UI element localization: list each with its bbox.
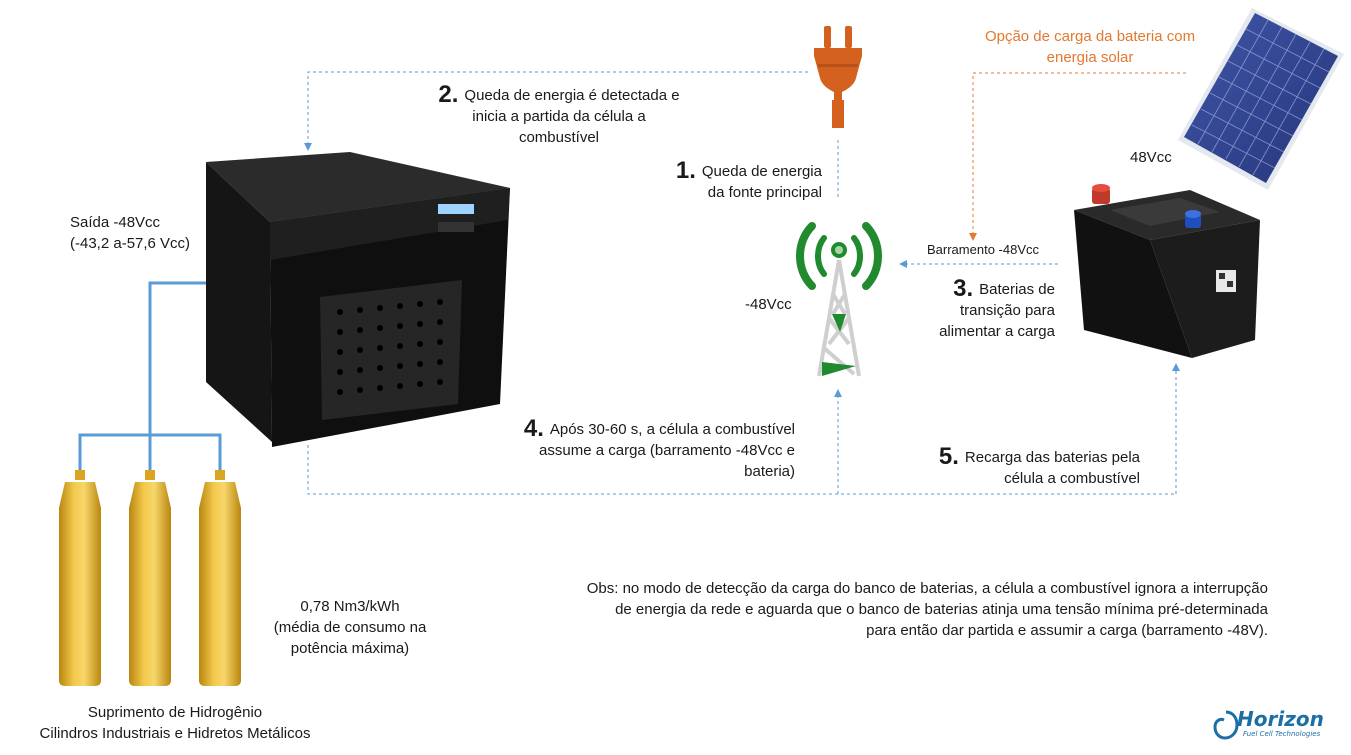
horizon-logo-icon: [1213, 710, 1239, 740]
note-line1: Obs: no modo de detecção da carga do ban…: [586, 580, 1268, 597]
output-line1: Saída -48Vcc: [70, 214, 161, 231]
solar-option-text: Opção de carga da bateria com energia so…: [950, 26, 1230, 68]
step-3-line3: alimentar a carga: [939, 323, 1055, 340]
step-1-number: 1.: [675, 157, 696, 184]
fuel-cell-cabinet-icon: [206, 152, 510, 447]
consumption-line3: potência máxima): [290, 640, 410, 657]
logo-name: Horizon: [1237, 707, 1324, 731]
note-text: Obs: no modo de detecção da carga do ban…: [440, 578, 1268, 641]
step-2-line2: inicia a partida da célula a: [472, 108, 646, 125]
note-line2: de energia da rede e aguarda que o banco…: [615, 601, 1268, 618]
step-2-text: 2. Queda de energia é detectada e inicia …: [406, 81, 712, 148]
battery-voltage-label: 48Vcc: [1130, 149, 1172, 166]
hydrogen-cylinder-icon: [199, 470, 241, 686]
step-3-text: 3. Baterias de transição para alimentar a…: [880, 275, 1055, 342]
output-line2: (-43,2 a-57,6 Vcc): [70, 235, 191, 252]
step-4-number: 4.: [523, 415, 544, 442]
solar-panel-icon: [1178, 8, 1344, 190]
note-line3: para então dar partida e assumir a carga…: [866, 622, 1268, 639]
hydrogen-cylinder-icon: [59, 470, 101, 686]
step-2-number: 2.: [438, 81, 459, 108]
consumption-text: 0,78 Nm3/kWh (média de consumo na potênc…: [250, 596, 450, 659]
gas-pipe: [78, 281, 232, 470]
consumption-line2: (média de consumo na: [273, 619, 427, 636]
output-voltage-text: Saída -48Vcc (-43,2 a-57,6 Vcc): [70, 212, 190, 254]
bus-label: Barramento -48Vcc: [927, 242, 1039, 257]
step-1-line1: Queda de energia: [701, 163, 822, 180]
hydrogen-cylinders: [59, 470, 241, 686]
consumption-line1: 0,78 Nm3/kWh: [300, 598, 400, 615]
step-2-line1: Queda de energia é detectada e: [464, 87, 680, 104]
step-1-text: 1. Queda de energia da fonte principal: [600, 157, 822, 203]
arrow-plug-to-cabinet: [304, 71, 808, 151]
step-4-line2: assume a carga (barramento -48Vcc e: [539, 442, 795, 459]
step-5-line2: célula a combustível: [1004, 470, 1140, 487]
arrow-solar-to-battery: [969, 72, 1186, 241]
step-5-line1: Recarga das baterias pela: [964, 449, 1140, 466]
step-4-text: 4. Após 30-60 s, a célula a combustível a…: [470, 415, 795, 482]
step-2-line3: combustível: [518, 129, 600, 146]
solar-option-line2: energia solar: [1046, 49, 1134, 66]
telecom-tower-icon: [796, 222, 882, 377]
line-cabinet-bus: [307, 445, 1176, 495]
step-4-line1: Após 30-60 s, a célula a combustível: [549, 421, 795, 438]
hydrogen-cylinder-icon: [129, 470, 171, 686]
step-3-number: 3.: [953, 275, 974, 302]
hydrogen-supply-caption: Suprimento de Hidrogênio Cilindros Indus…: [0, 702, 350, 744]
supply-line1: Suprimento de Hidrogênio: [87, 704, 263, 721]
tower-voltage-label: -48Vcc: [745, 296, 792, 313]
step-3-line2: transição para: [959, 302, 1055, 319]
battery-icon: [1074, 184, 1260, 358]
step-1-line2: da fonte principal: [707, 184, 822, 201]
step-5-text: 5. Recarga das baterias pela célula a com…: [890, 443, 1140, 489]
supply-line2: Cilindros Industriais e Hidretos Metálic…: [39, 725, 311, 742]
horizon-logo: Horizon Fuel Cell Technologies: [1213, 708, 1338, 748]
solar-option-line1: Opção de carga da bateria com: [984, 28, 1196, 45]
step-5-number: 5.: [938, 443, 959, 470]
step-4-line3: bateria): [744, 463, 795, 480]
logo-tagline: Fuel Cell Technologies: [1243, 730, 1321, 738]
step-3-line1: Baterias de: [979, 281, 1055, 298]
plug-icon: [814, 26, 862, 128]
